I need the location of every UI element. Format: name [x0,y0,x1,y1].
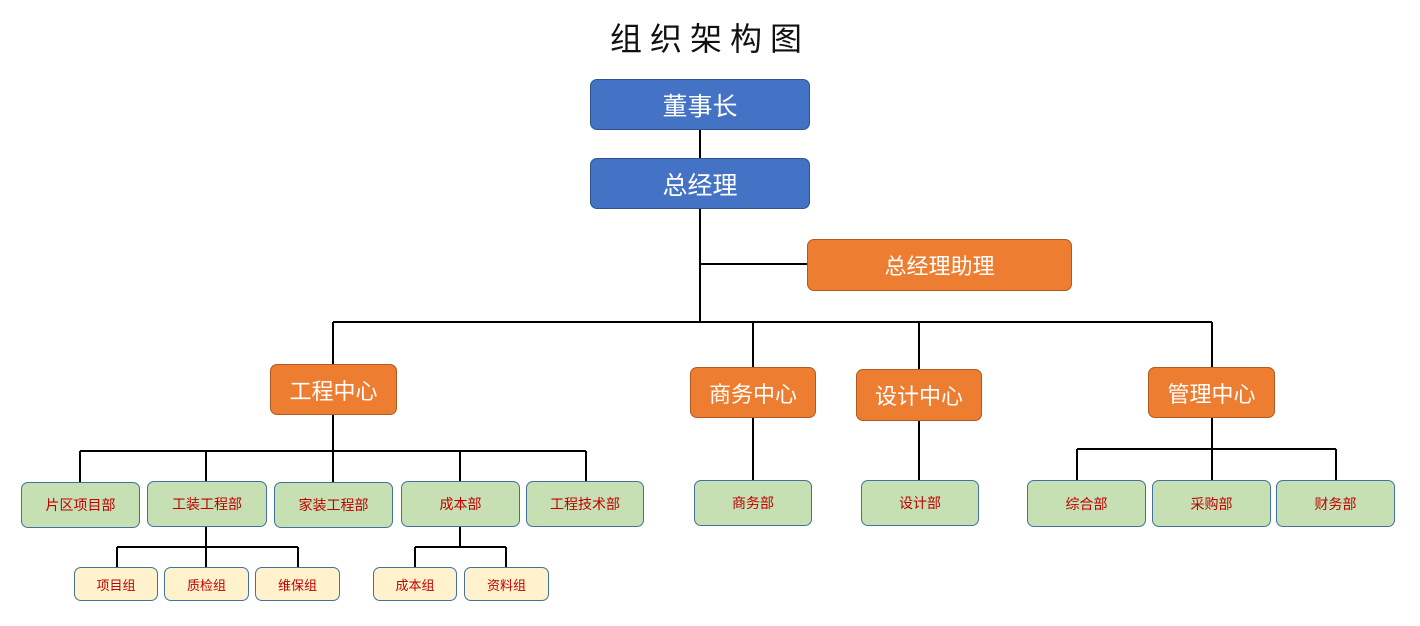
node-engineering-center: 工程中心 [270,364,397,415]
node-gm-assistant: 总经理助理 [807,239,1072,291]
page-title: 组织架构图 [609,20,810,58]
node-data-team: 资料组 [464,567,549,601]
node-engineering-tech-dept: 工程技术部 [526,481,644,527]
node-design-center: 设计中心 [856,369,982,421]
node-home-engineering-dept: 家装工程部 [274,482,393,528]
node-purchasing-dept: 采购部 [1152,480,1271,527]
node-cost-team: 成本组 [373,567,457,601]
node-district-project-dept: 片区项目部 [21,482,140,528]
node-cost-dept: 成本部 [401,481,520,527]
node-general-dept: 综合部 [1027,480,1146,527]
node-management-center: 管理中心 [1148,367,1275,418]
node-design-dept: 设计部 [861,480,979,526]
node-business-center: 商务中心 [690,367,816,418]
node-finance-dept: 财务部 [1276,480,1395,527]
node-fitout-engineering-dept: 工装工程部 [147,481,267,527]
node-qc-team: 质检组 [164,567,249,601]
node-maintenance-team: 维保组 [255,567,340,601]
node-business-dept: 商务部 [694,480,812,526]
node-chairman: 董事长 [590,79,810,130]
node-project-team: 项目组 [74,567,158,601]
node-general-manager: 总经理 [590,158,810,209]
